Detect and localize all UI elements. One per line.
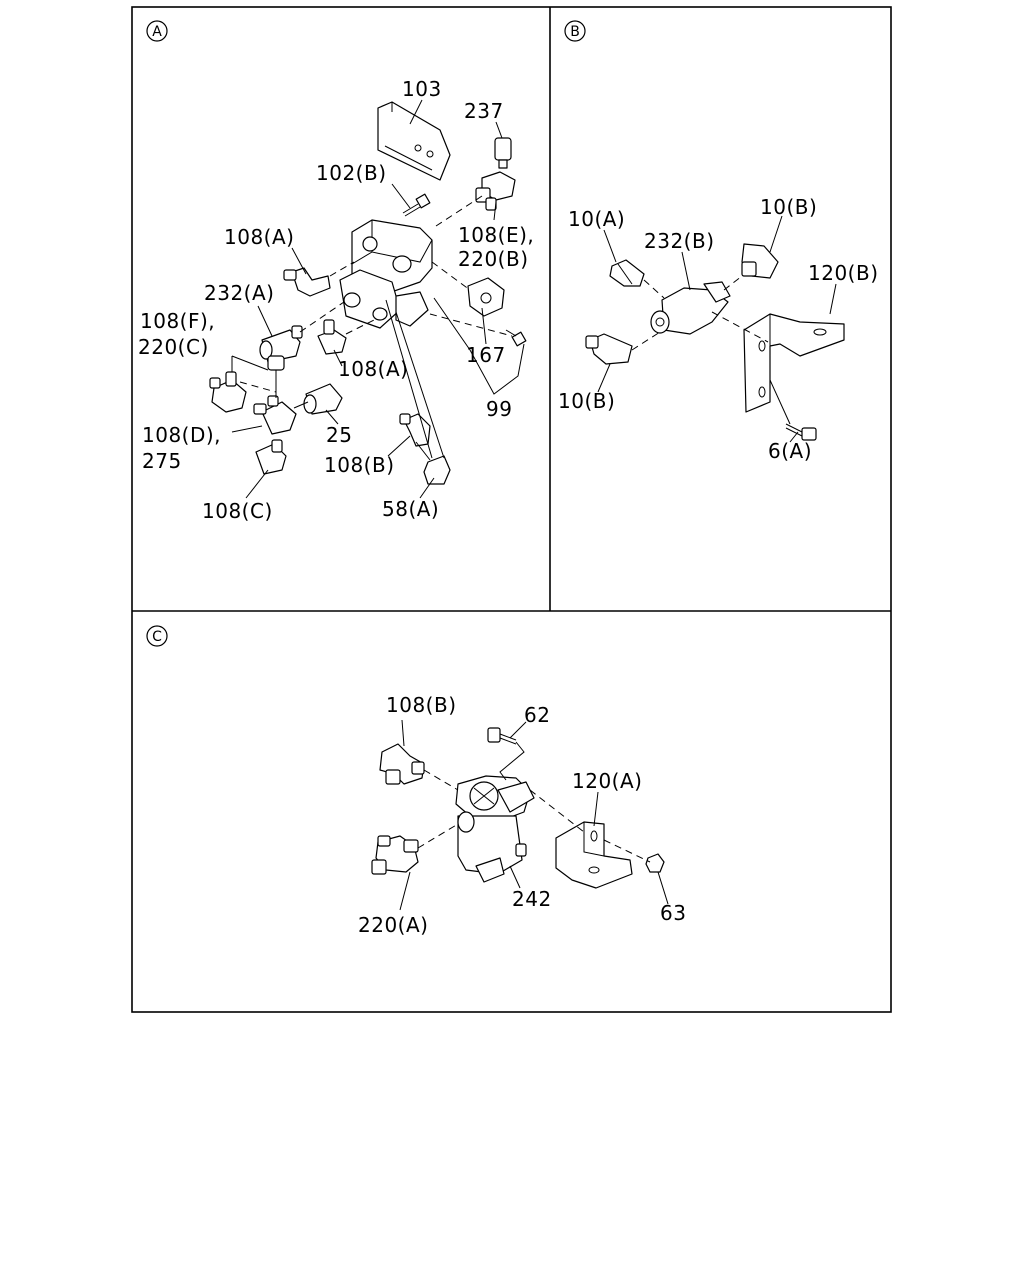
part-120b-bracket bbox=[743, 313, 845, 413]
outer-frame bbox=[131, 6, 892, 1013]
part-6a-bolt bbox=[785, 423, 817, 441]
part-220c-elbow bbox=[209, 371, 247, 413]
part-242-filter-body bbox=[455, 775, 535, 883]
label-103: 103 bbox=[402, 77, 442, 101]
svg-text:B: B bbox=[570, 24, 580, 40]
label-108a-mid: 108(A) bbox=[338, 357, 408, 381]
label-108d: 108(D), bbox=[142, 423, 221, 447]
part-108b-elbow bbox=[379, 743, 425, 785]
panel-c-marker: C bbox=[146, 625, 168, 647]
label-10b-bottom: 10(B) bbox=[558, 389, 615, 413]
panel-b-drawing: 10(A) 232(B) 10(B) 120(B) 10(B) 6(A) bbox=[558, 195, 879, 463]
part-232a-check-valve bbox=[259, 325, 303, 371]
label-120b: 120(B) bbox=[808, 261, 879, 285]
panel-a-assembly-lines bbox=[231, 195, 513, 461]
part-167-bracket bbox=[467, 277, 505, 317]
part-10a-fitting bbox=[609, 259, 645, 287]
label-237: 237 bbox=[464, 99, 504, 123]
svg-text:C: C bbox=[152, 629, 162, 645]
panel-b-leader-lines bbox=[597, 215, 837, 443]
panel-a-marker: A bbox=[146, 20, 168, 42]
part-10b-top-fitting bbox=[741, 243, 779, 279]
label-242: 242 bbox=[512, 887, 552, 911]
label-108a-top: 108(A) bbox=[224, 225, 294, 249]
label-220c: 220(C) bbox=[138, 335, 209, 359]
label-108c: 108(C) bbox=[202, 499, 273, 523]
label-10a: 10(A) bbox=[568, 207, 625, 231]
panel-b-marker: B bbox=[564, 20, 586, 42]
panel-a-drawing: 103 237 102(B) 108(A) 108(E), 220(B) 232… bbox=[138, 77, 534, 523]
panel-b-assembly-lines bbox=[631, 275, 791, 425]
part-232b-valve bbox=[650, 281, 731, 335]
part-220a-tee bbox=[371, 835, 419, 875]
part-108e-fitting bbox=[475, 171, 516, 211]
part-108d-tee bbox=[253, 395, 297, 435]
label-108b: 108(B) bbox=[324, 453, 395, 477]
part-108c-fitting bbox=[255, 439, 287, 475]
part-237-cap bbox=[494, 137, 512, 169]
label-58a: 58(A) bbox=[382, 497, 439, 521]
label-232b: 232(B) bbox=[644, 229, 715, 253]
part-25-fitting bbox=[303, 383, 343, 415]
label-120a: 120(A) bbox=[572, 769, 642, 793]
part-valve-body bbox=[339, 219, 433, 329]
panel-a-leader-lines bbox=[231, 99, 525, 499]
part-108a-mid-fitting bbox=[317, 319, 347, 355]
part-108a-top-elbow bbox=[283, 267, 331, 297]
label-6a: 6(A) bbox=[768, 439, 812, 463]
part-63-nut bbox=[645, 853, 665, 873]
label-232a: 232(A) bbox=[204, 281, 274, 305]
part-120a-bracket bbox=[555, 821, 633, 889]
label-275: 275 bbox=[142, 449, 182, 473]
label-25: 25 bbox=[326, 423, 352, 447]
svg-text:A: A bbox=[152, 24, 162, 40]
part-62-bolt bbox=[487, 727, 517, 745]
label-108b-c: 108(B) bbox=[386, 693, 457, 717]
label-10b-top: 10(B) bbox=[760, 195, 817, 219]
label-220b: 220(B) bbox=[458, 247, 529, 271]
panel-c-drawing: 108(B) 62 120(A) 242 63 220(A) bbox=[358, 693, 686, 937]
part-103-cover bbox=[377, 101, 451, 181]
label-108f: 108(F), bbox=[140, 309, 215, 333]
label-63: 63 bbox=[660, 901, 686, 925]
label-102b: 102(B) bbox=[316, 161, 387, 185]
part-58a-nut bbox=[423, 455, 451, 485]
label-99: 99 bbox=[486, 397, 512, 421]
panel-c-assembly-lines bbox=[417, 741, 651, 863]
part-99-bolt bbox=[505, 329, 527, 347]
panel-c-leader-lines bbox=[399, 719, 669, 911]
label-108e: 108(E), bbox=[458, 223, 534, 247]
part-102b-bolt bbox=[402, 193, 431, 217]
label-167: 167 bbox=[466, 343, 506, 367]
part-10b-bottom-fitting bbox=[585, 333, 633, 365]
label-220a: 220(A) bbox=[358, 913, 428, 937]
label-62: 62 bbox=[524, 703, 550, 727]
